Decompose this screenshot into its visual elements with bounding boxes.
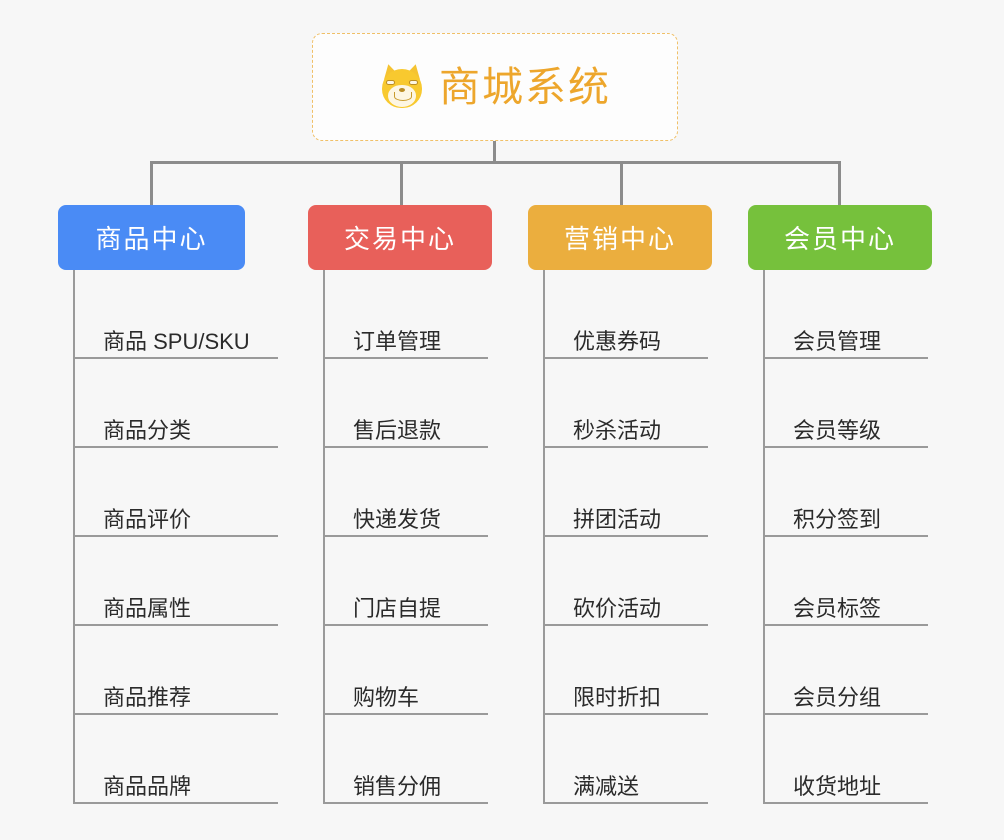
connector-drop-3 [620,161,623,206]
leaf-label: 会员分组 [793,685,882,710]
category-column-3: 营销中心优惠券码秒杀活动拼团活动砍价活动限时折扣满减送 [528,205,712,804]
leaf-underline [323,535,488,537]
category-box[interactable]: 会员中心 [748,205,932,270]
leaf-underline [763,535,928,537]
leaf-item[interactable]: 拼团活动 [528,448,712,537]
column-spine [73,270,75,804]
leaf-item[interactable]: 限时折扣 [528,626,712,715]
leaf-label: 积分签到 [793,507,882,532]
leaf-item[interactable]: 优惠券码 [528,270,712,359]
shiba-dog-icon [379,62,425,110]
leaf-item[interactable]: 商品推荐 [58,626,278,715]
leaf-underline [73,802,278,804]
leaf-underline [543,535,708,537]
leaf-label: 订单管理 [353,329,442,354]
leaf-label: 购物车 [353,685,420,710]
leaf-underline [763,624,928,626]
leaf-underline [543,802,708,804]
category-column-2: 交易中心订单管理售后退款快递发货门店自提购物车销售分佣 [308,205,492,804]
leaf-label: 限时折扣 [573,685,662,710]
leaf-underline [763,802,928,804]
leaf-label: 快递发货 [353,507,442,532]
leaf-underline [543,446,708,448]
leaf-item[interactable]: 会员管理 [748,270,932,359]
category-column-4: 会员中心会员管理会员等级积分签到会员标签会员分组收货地址 [748,205,932,804]
leaf-underline [73,713,278,715]
leaf-underline [763,357,928,359]
leaf-label: 商品 SPU/SKU [103,329,250,354]
leaf-label: 售后退款 [353,418,442,443]
leaf-label: 会员标签 [793,596,882,621]
connector-drop-4 [838,161,841,206]
leaf-underline [73,357,278,359]
leaf-item[interactable]: 门店自提 [308,537,492,626]
leaf-underline [763,713,928,715]
column-spine [763,270,765,804]
leaf-item[interactable]: 商品 SPU/SKU [58,270,278,359]
leaf-item[interactable]: 满减送 [528,715,712,804]
leaf-underline [543,357,708,359]
connector-trunk [493,141,496,163]
leaf-label: 商品推荐 [103,685,192,710]
leaf-label: 收货地址 [793,774,882,799]
leaf-label: 销售分佣 [353,774,442,799]
connector-bus [150,161,838,164]
leaf-item[interactable]: 快递发货 [308,448,492,537]
root-node[interactable]: 商城系统 [312,33,678,141]
leaf-item[interactable]: 订单管理 [308,270,492,359]
leaf-label: 拼团活动 [573,507,662,532]
leaf-label: 砍价活动 [573,596,662,621]
category-box[interactable]: 商品中心 [58,205,245,270]
leaf-underline [73,535,278,537]
connector-drop-2 [400,161,403,206]
leaf-underline [323,624,488,626]
leaf-item[interactable]: 销售分佣 [308,715,492,804]
leaf-label: 会员管理 [793,329,882,354]
root-title: 商城系统 [439,63,611,110]
connector-drop-1 [150,161,153,206]
leaf-underline [73,624,278,626]
category-column-1: 商品中心商品 SPU/SKU 商品分类商品评价商品属性商品推荐商品品牌 [58,205,278,804]
category-box[interactable]: 营销中心 [528,205,712,270]
leaf-underline [543,713,708,715]
leaf-label: 门店自提 [353,596,442,621]
leaf-item[interactable]: 积分签到 [748,448,932,537]
leaf-item[interactable]: 会员等级 [748,359,932,448]
leaf-label: 优惠券码 [573,329,662,354]
category-box[interactable]: 交易中心 [308,205,492,270]
leaf-label: 商品品牌 [103,774,192,799]
leaf-label: 满减送 [573,774,640,799]
leaf-label: 商品属性 [103,596,192,621]
leaf-underline [323,446,488,448]
leaf-label: 商品评价 [103,507,192,532]
leaf-item[interactable]: 购物车 [308,626,492,715]
leaf-underline [73,446,278,448]
leaf-label: 秒杀活动 [573,418,662,443]
leaf-item[interactable]: 商品分类 [58,359,278,448]
leaf-item[interactable]: 商品品牌 [58,715,278,804]
leaf-item[interactable]: 会员分组 [748,626,932,715]
leaf-item[interactable]: 砍价活动 [528,537,712,626]
leaf-item[interactable]: 商品评价 [58,448,278,537]
leaf-underline [763,446,928,448]
leaf-underline [323,357,488,359]
leaf-label: 会员等级 [793,418,882,443]
leaf-underline [323,713,488,715]
leaf-item[interactable]: 会员标签 [748,537,932,626]
leaf-item[interactable]: 收货地址 [748,715,932,804]
leaf-item[interactable]: 售后退款 [308,359,492,448]
column-spine [543,270,545,804]
leaf-item[interactable]: 秒杀活动 [528,359,712,448]
leaf-item[interactable]: 商品属性 [58,537,278,626]
leaf-underline [543,624,708,626]
column-spine [323,270,325,804]
leaf-underline [323,802,488,804]
leaf-label: 商品分类 [103,418,192,443]
